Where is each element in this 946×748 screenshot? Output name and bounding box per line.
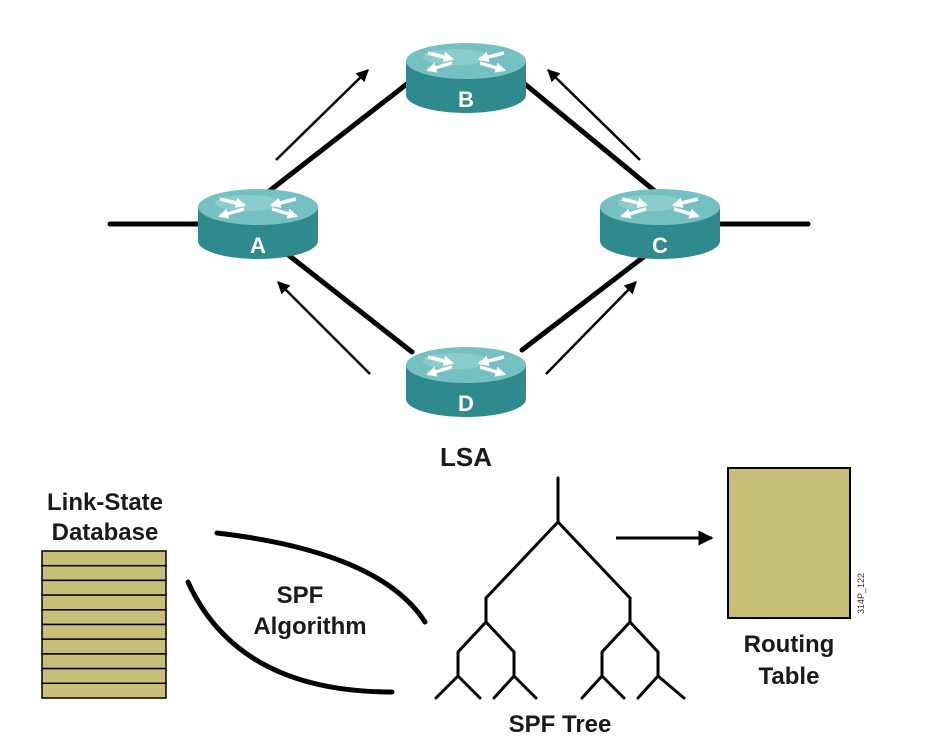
router-label: C [652, 233, 668, 258]
link-a-b [265, 77, 415, 195]
lsa-arrows [275, 69, 641, 375]
lsa-label: LSA [440, 442, 492, 472]
router-arrows-icon [425, 51, 507, 73]
database-row [41, 594, 167, 611]
lsa-arrow-d-to-c [545, 281, 637, 375]
database-row [41, 653, 167, 670]
database-row [41, 579, 167, 596]
database-row [41, 609, 167, 626]
router-label: D [458, 391, 474, 416]
router-d[interactable]: D [406, 347, 526, 417]
algorithm-label-line1: SPF [277, 582, 324, 609]
database-title-line1: Link-State [47, 489, 163, 516]
router-arrows-icon [619, 197, 701, 219]
routers: A B C D [198, 43, 720, 417]
database-row [41, 667, 167, 685]
lsa-arrow-c-to-b [547, 69, 641, 161]
database-row [41, 682, 167, 699]
routing-table-box [727, 467, 851, 619]
lsa-arrow-d-to-a [277, 281, 371, 375]
router-top-highlight [215, 194, 281, 212]
database-row [41, 550, 167, 567]
database-row [41, 638, 167, 655]
router-top-highlight [617, 194, 683, 212]
database-row [41, 564, 167, 582]
spf-algorithm-arcs [185, 530, 428, 695]
spf-tree-label: SPF Tree [509, 711, 612, 738]
network-links [107, 77, 811, 355]
link-b-c [517, 77, 659, 195]
routing-table-label-line1: Routing [744, 631, 835, 658]
spf-tree [434, 476, 686, 700]
link-state-database-stack [41, 550, 167, 699]
routing-table-label-line2: Table [759, 663, 820, 690]
algorithm-arc-bottom [185, 579, 395, 695]
database-title-line2: Database [52, 519, 159, 546]
algorithm-arc-top [214, 530, 428, 625]
router-label: B [458, 87, 474, 112]
database-row [41, 623, 167, 640]
router-label: A [250, 233, 266, 258]
link-a-d [279, 247, 415, 355]
lsa-arrow-a-to-b [275, 69, 369, 161]
router-arrows-icon [217, 197, 299, 219]
router-b[interactable]: B [406, 43, 526, 113]
link-d-c [519, 249, 653, 353]
figure-code: 314P_122 [856, 573, 866, 614]
router-a[interactable]: A [198, 189, 318, 259]
router-top-highlight [423, 352, 489, 370]
router-top-highlight [423, 48, 489, 66]
router-arrows-icon [425, 355, 507, 377]
algorithm-label-line2: Algorithm [253, 613, 366, 640]
router-c[interactable]: C [600, 189, 720, 259]
